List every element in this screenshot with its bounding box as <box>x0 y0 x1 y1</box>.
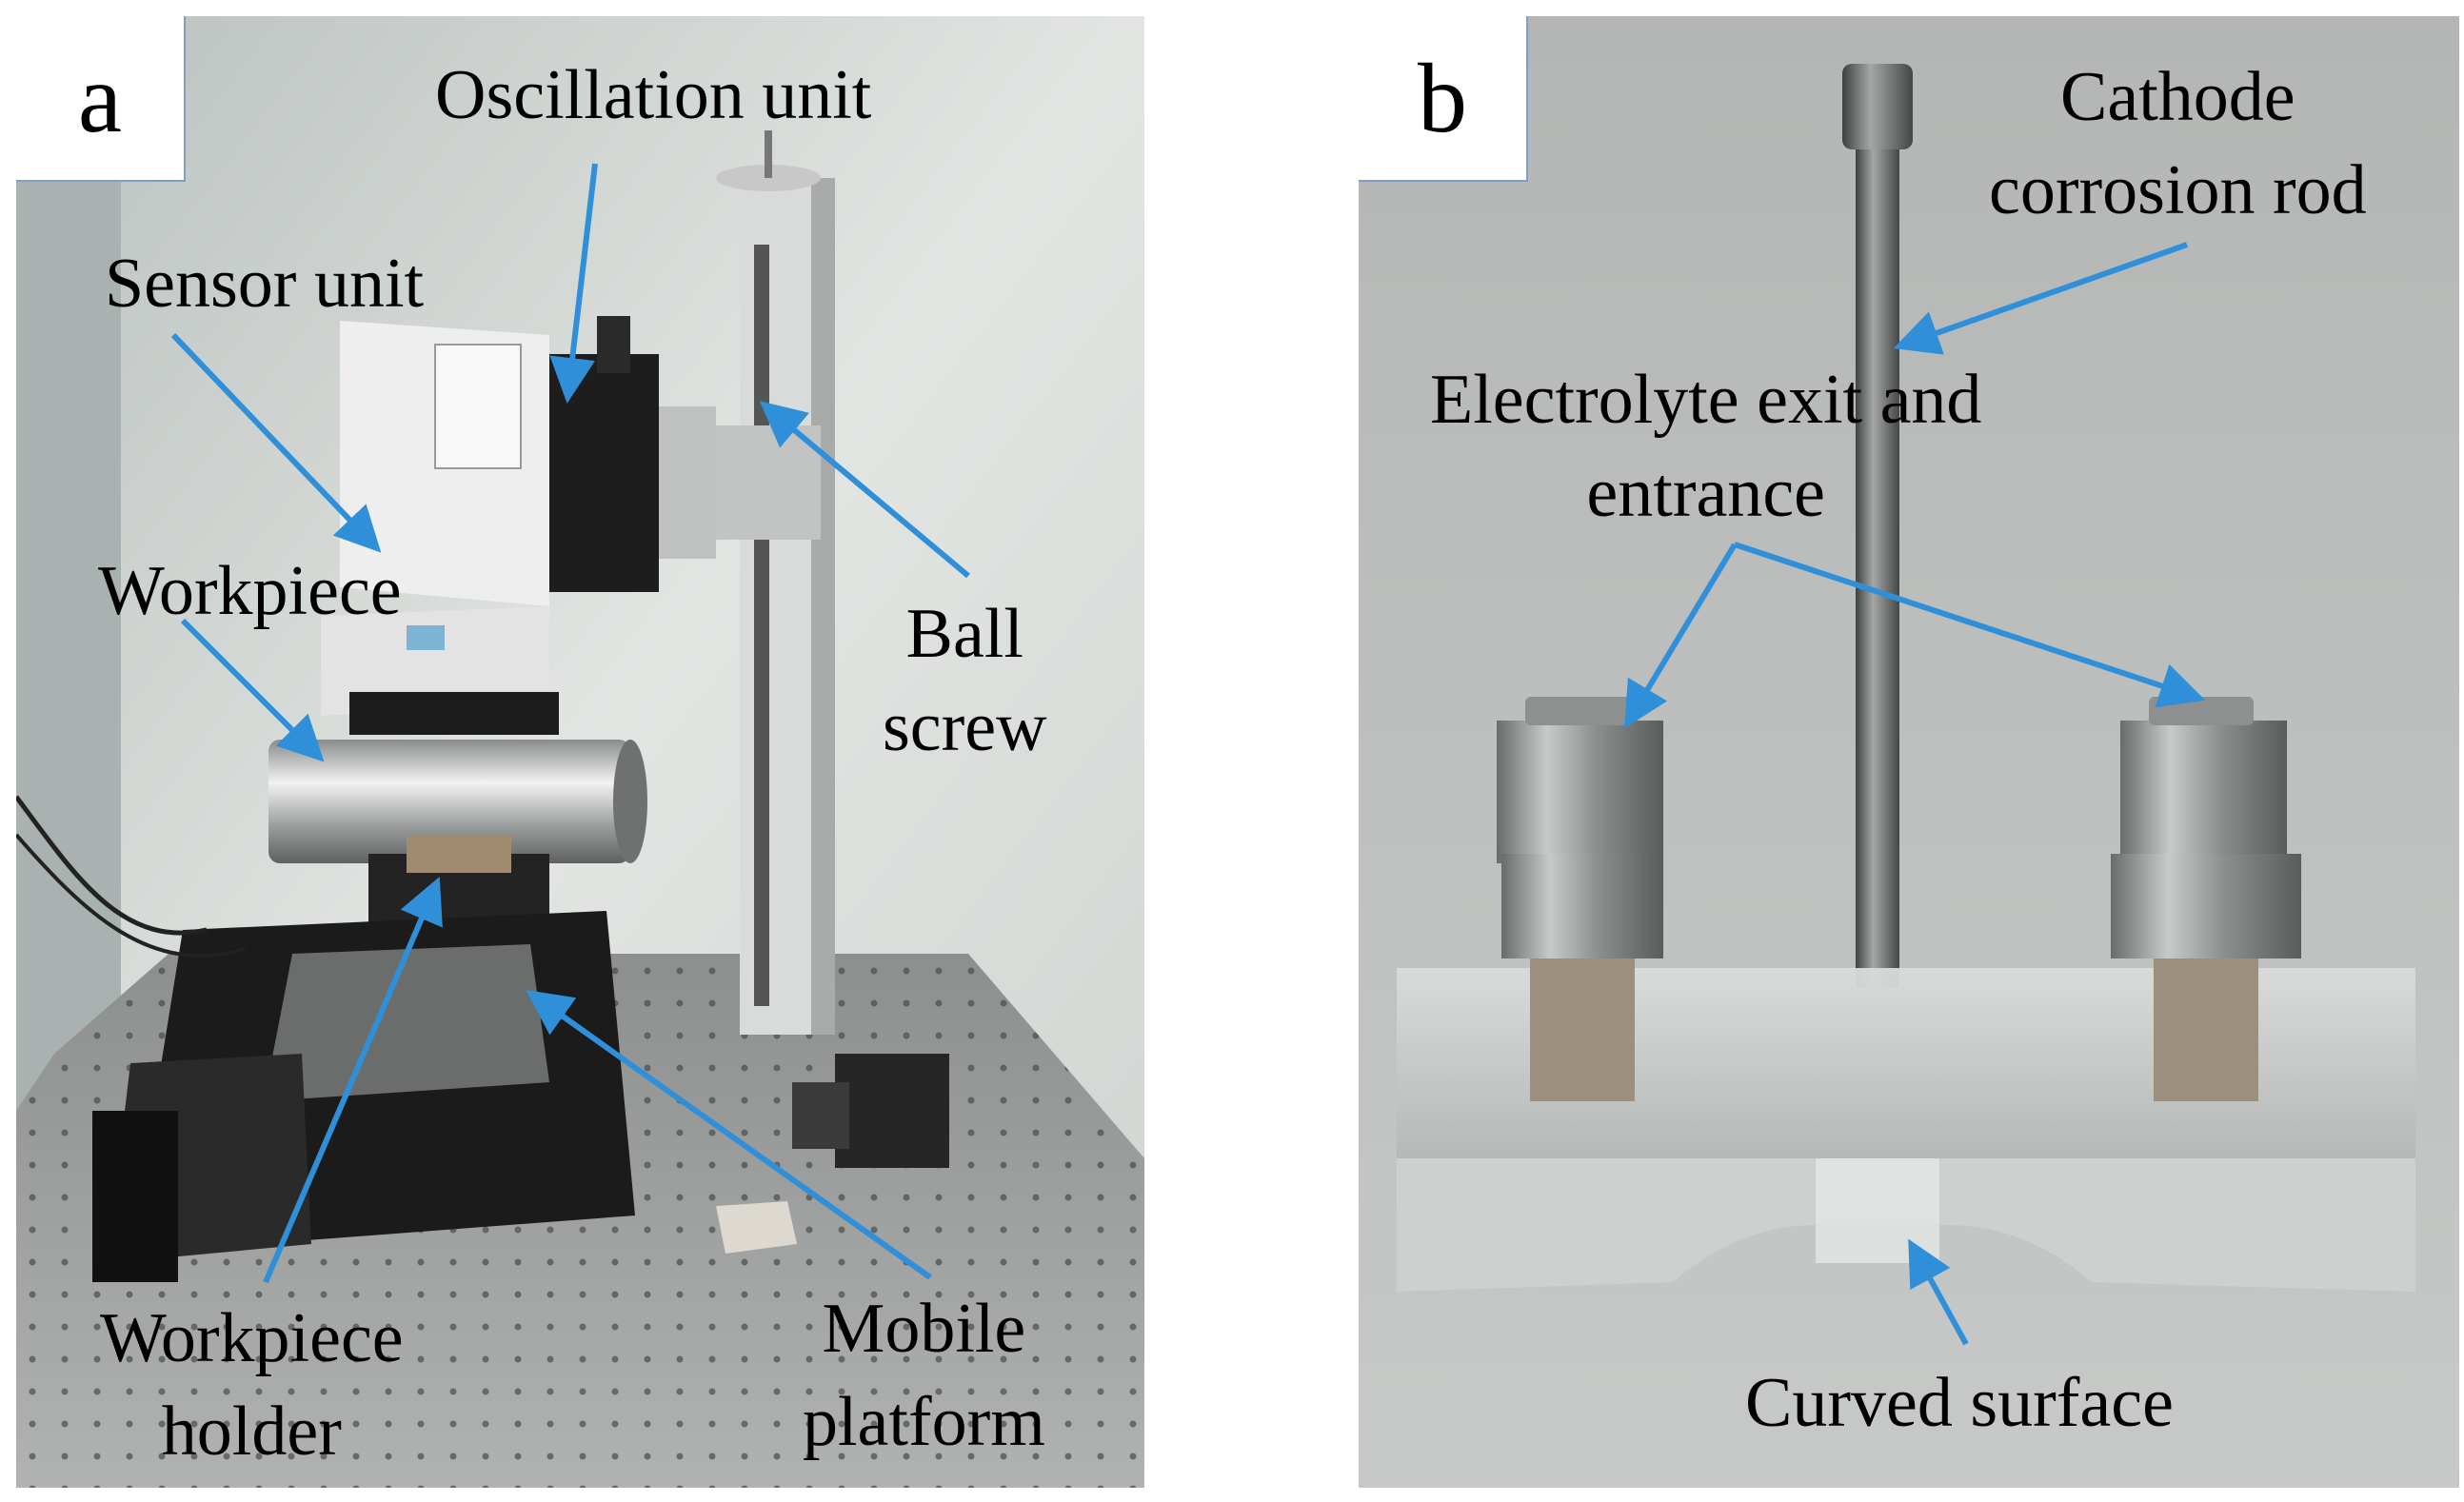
mobile-platform-label: Mobile platform <box>803 1282 1045 1469</box>
panel-b-photo: b Cathode corrosion rod Electrolyte exit… <box>1359 16 2459 1488</box>
ball-screw-label: Ball screw <box>883 587 1047 774</box>
electrolyte-label: Electrolyte exit and entrance <box>1430 353 1981 540</box>
cathode-rod-label-line1: Cathode <box>2060 58 2295 136</box>
workpiece-holder-label: Workpiece holder <box>100 1292 404 1478</box>
panel-b-letter: b <box>1359 16 1528 182</box>
workpiece-label: Workpiece <box>98 552 402 630</box>
panel-a-letter: a <box>16 16 186 182</box>
sensor-unit-label: Sensor unit <box>105 245 425 323</box>
electrolyte-label-line2: entrance <box>1586 454 1826 532</box>
workpiece-holder-label-line2: holder <box>161 1393 342 1471</box>
oscillation-unit-label: Oscillation unit <box>435 56 872 134</box>
workpiece-holder-label-line1: Workpiece <box>100 1299 404 1377</box>
ball-screw-label-line2: screw <box>883 688 1047 766</box>
mobile-platform-label-line2: platform <box>803 1383 1045 1461</box>
curved-surface-label: Curved surface <box>1745 1364 2174 1442</box>
cathode-rod-label: Cathode corrosion rod <box>1989 50 2367 237</box>
mobile-platform-label-line1: Mobile <box>822 1290 1026 1368</box>
cathode-rod-label-line2: corrosion rod <box>1989 151 2367 229</box>
electrolyte-label-line1: Electrolyte exit and <box>1430 361 1982 439</box>
ball-screw-label-line1: Ball <box>905 595 1023 673</box>
panel-a-photo: a Oscillation unit Sensor unit Workpiece… <box>16 16 1144 1488</box>
